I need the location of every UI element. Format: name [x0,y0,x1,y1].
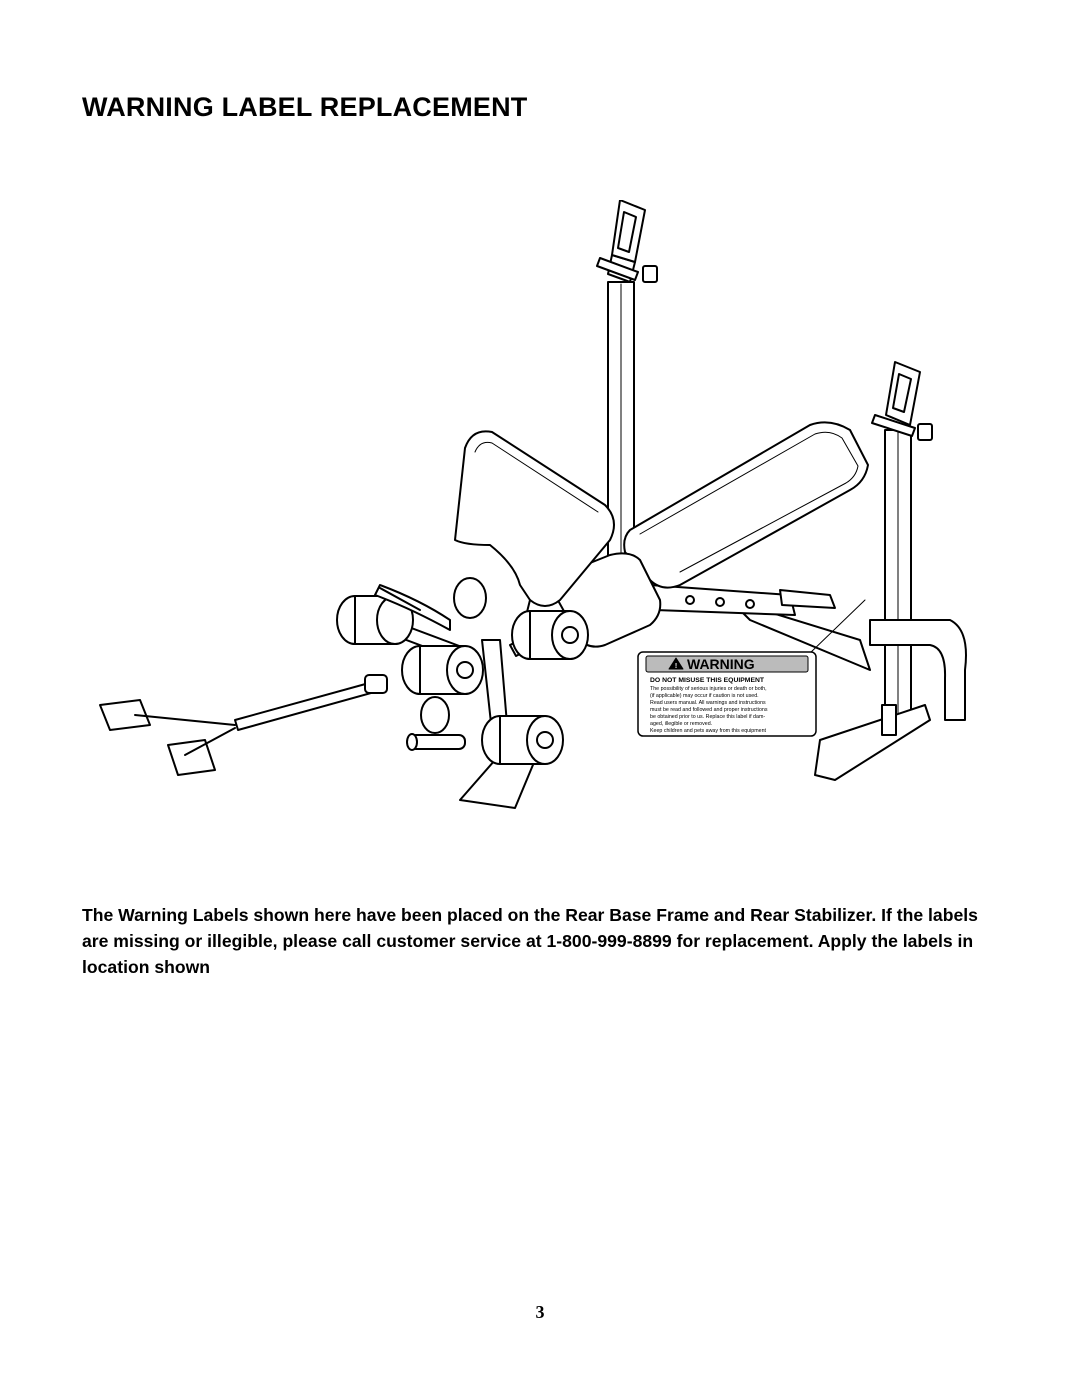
svg-text:The possibility of serious inj: The possibility of serious injuries or d… [650,686,767,692]
svg-text:must be read and followed and: must be read and followed and proper ins… [650,707,768,713]
curl-handle-cable [99,584,451,776]
label-leader-line [807,599,866,656]
leg-rollers [336,577,589,765]
warning-subheading: DO NOT MISUSE THIS EQUIPMENT [650,677,765,684]
warning-triangle-icon: ! [668,657,684,670]
svg-text:(if applicable) may occur if c: (if applicable) may occur if caution is … [650,693,759,699]
back-pad [623,421,869,589]
svg-text:Keep children and pets away fr: Keep children and pets away from this eq… [650,728,767,734]
svg-text:Read users manual. All warning: Read users manual. All warnings and inst… [650,700,766,706]
warning-heading: WARNING [687,656,755,672]
svg-text:aged, illegible or removed.: aged, illegible or removed. [650,721,712,727]
weight-bench-illustration: ! WARNING DO NOT MISUSE THIS EQUIPMENT T… [90,199,990,860]
instruction-paragraph: The Warning Labels shown here have been … [82,905,978,977]
warning-label: ! WARNING DO NOT MISUSE THIS EQUIPMENT T… [637,651,817,737]
right-upright-post [871,361,933,721]
rear-base-frame [729,599,967,781]
svg-text:be obtained prior to us. Repla: be obtained prior to us. Replace this la… [650,714,765,720]
page-title: WARNING LABEL REPLACEMENT [82,92,528,122]
page-number: 3 [535,1302,545,1322]
svg-text:!: ! [675,663,677,670]
rear-stabilizer [649,584,836,616]
warning-text-lines: The possibility of serious injuries or d… [650,686,768,734]
